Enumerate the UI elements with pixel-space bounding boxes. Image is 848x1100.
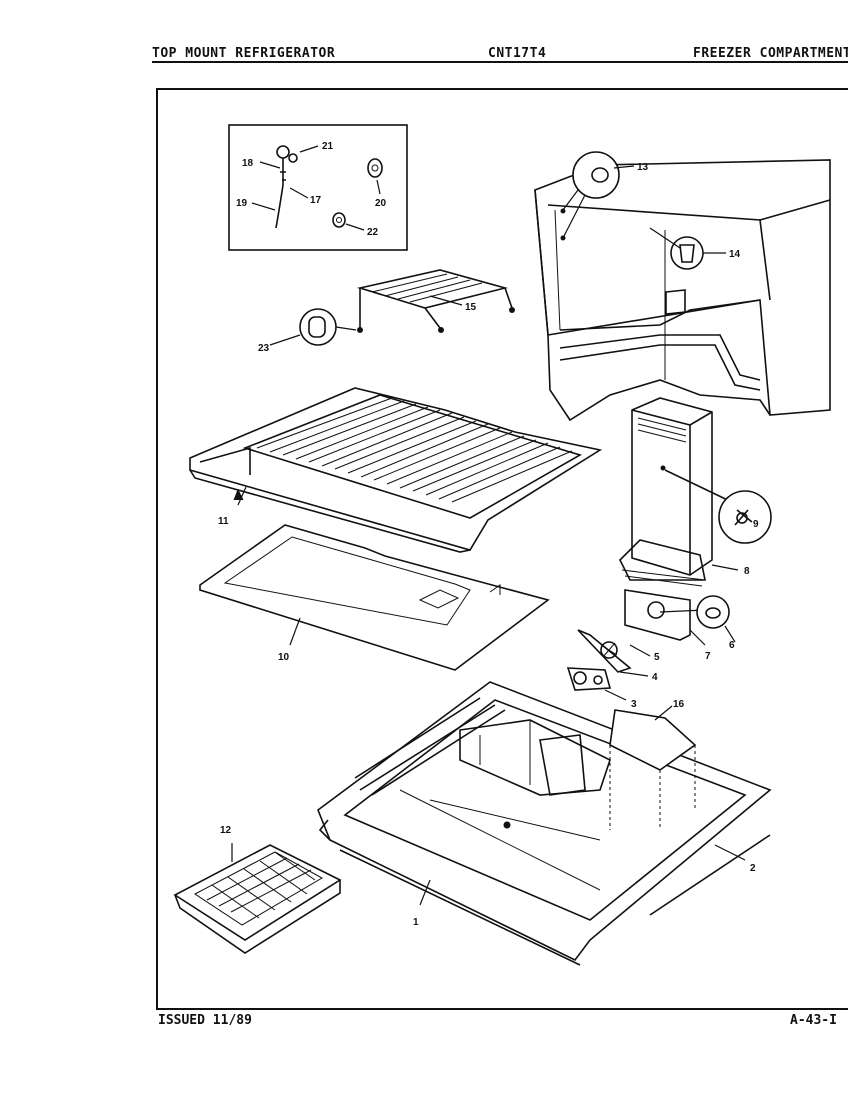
callout-15: 15 bbox=[465, 302, 477, 313]
callout-14: 14 bbox=[729, 249, 741, 260]
callout-6: 6 bbox=[729, 640, 735, 651]
freezer-liner-cabinet bbox=[534, 151, 831, 422]
callout-12: 12 bbox=[220, 825, 232, 836]
header-title: TOP MOUNT REFRIGERATOR bbox=[152, 46, 336, 61]
fan-motor-assembly bbox=[566, 629, 651, 701]
callout-8: 8 bbox=[744, 566, 750, 577]
diagram-frame bbox=[156, 88, 848, 1010]
callout-17: 17 bbox=[310, 195, 322, 206]
header-rule bbox=[152, 61, 848, 63]
callout-20: 20 bbox=[375, 198, 387, 209]
callout-3: 3 bbox=[631, 699, 637, 710]
callout-5: 5 bbox=[654, 652, 660, 663]
callout-4: 4 bbox=[652, 672, 658, 683]
callout-1: 1 bbox=[413, 917, 419, 928]
header-section: FREEZER COMPARTMENT bbox=[693, 46, 848, 61]
header-model-number: CNT17T4 bbox=[488, 46, 547, 61]
shelf-cover-panel bbox=[199, 524, 550, 671]
footer-rule bbox=[156, 1008, 848, 1010]
callout-18: 18 bbox=[242, 158, 254, 169]
callout-16: 16 bbox=[673, 699, 685, 710]
callout-22: 22 bbox=[367, 227, 379, 238]
freezer-floor-liner bbox=[317, 681, 772, 966]
evaporator-cover bbox=[619, 397, 772, 587]
callout-10: 10 bbox=[278, 652, 290, 663]
callout-21: 21 bbox=[322, 141, 334, 152]
freezer-shelf-grille bbox=[189, 387, 603, 553]
callout-19: 19 bbox=[236, 198, 248, 209]
callout-7: 7 bbox=[705, 651, 711, 662]
ice-cube-tray bbox=[173, 843, 342, 954]
fan-bracket-assembly bbox=[624, 589, 736, 646]
callout-23: 23 bbox=[258, 343, 270, 354]
footer-page-number: A-43-I bbox=[790, 1013, 837, 1028]
callout-13: 13 bbox=[637, 162, 649, 173]
footer-issued: ISSUED 11/89 bbox=[158, 1013, 252, 1028]
wire-shelf-small bbox=[269, 269, 515, 346]
callout-11: 11 bbox=[218, 516, 229, 527]
callout-2: 2 bbox=[750, 863, 756, 874]
callout-9: 9 bbox=[753, 519, 759, 530]
small-parts-inset bbox=[228, 124, 408, 251]
